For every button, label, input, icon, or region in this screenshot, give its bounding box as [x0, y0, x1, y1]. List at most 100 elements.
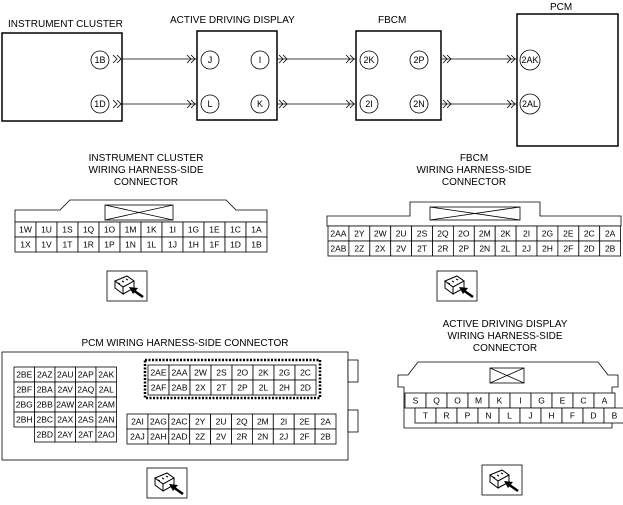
svg-text:2I: 2I: [365, 99, 373, 109]
pin-cell: 2BG: [13, 396, 35, 413]
pin-cell: 1V: [35, 236, 58, 253]
pin-cell: M: [467, 392, 490, 409]
pin-label: E: [560, 396, 566, 406]
pin-cell: J: [519, 407, 542, 424]
pin-cell: 1P: [98, 236, 121, 253]
connector-view-icon-add: [481, 464, 523, 496]
fbcm-connector-title-2: WIRING HARNESS-SIDE: [416, 165, 531, 176]
pin-cell: 2Q: [231, 413, 253, 430]
pin-cell: C: [572, 392, 595, 409]
pin-label: 2AW: [56, 400, 74, 410]
pin-cell: 1R: [77, 236, 100, 253]
pin-label: 1G: [188, 225, 199, 235]
pin-cell: Q: [425, 392, 448, 409]
pin-cell: 2V: [390, 240, 413, 257]
pin-cell: 2AO: [95, 426, 117, 443]
pin-label: 2AL: [99, 385, 114, 395]
svg-text:2AL: 2AL: [522, 99, 538, 109]
pin-cell: 1L: [140, 236, 163, 253]
connector-view-icon-pcm: [146, 467, 188, 499]
pin-fbcm-2i: 2I: [359, 94, 379, 114]
pin-cell: 2Q: [432, 225, 454, 242]
pin-cell: 2A: [599, 225, 622, 242]
pin-label: 2H: [542, 244, 553, 254]
svg-text:1B: 1B: [94, 55, 105, 65]
pin-label: 2AD: [171, 432, 188, 442]
pin-cell: 2U: [210, 413, 232, 430]
pin-label: Q: [433, 396, 440, 406]
pin-label: 2N: [257, 432, 268, 442]
fbcm-connector-title-3: CONNECTOR: [442, 177, 506, 188]
pin-label: G: [538, 396, 545, 406]
pin-label: 2L: [259, 383, 269, 393]
pin-ic-1b: 1B: [90, 50, 110, 70]
pin-cell: 2AG: [147, 413, 170, 430]
pin-cell: 2E: [293, 413, 316, 430]
pin-label: 2AB: [171, 383, 187, 393]
ic-connector-title-1: INSTRUMENT CLUSTER: [89, 153, 204, 164]
pin-cell: 1M: [119, 221, 142, 238]
fbcm-connector-title-1: FBCM: [460, 153, 488, 164]
pin-cell: 2AQ: [75, 381, 97, 398]
pin-cell: 2AI: [126, 413, 149, 430]
svg-text:2N: 2N: [413, 99, 425, 109]
pin-label: 2BC: [36, 415, 53, 425]
pin-cell: 1T: [56, 236, 79, 253]
pin-cell: 2M: [473, 225, 496, 242]
pin-cell: D: [582, 407, 605, 424]
pin-label: 2W: [194, 368, 207, 378]
pin-cell: 2C: [294, 364, 317, 381]
pin-label: 2E: [563, 229, 574, 239]
pin-label: 1Q: [83, 225, 95, 235]
pin-label: 1D: [230, 240, 241, 250]
pin-cell: 2W: [189, 364, 212, 381]
pin-cell: 1A: [245, 221, 268, 238]
pin-cell: 2AA: [168, 364, 191, 381]
pin-label: 2V: [396, 244, 407, 254]
pin-cell: 2H: [273, 379, 296, 396]
pin-cell: 2U: [390, 225, 413, 242]
pin-label: 1T: [63, 240, 73, 250]
pin-cell: 2AL: [95, 381, 117, 398]
pin-label: 2Y: [195, 417, 206, 427]
pin-label: 2AV: [58, 385, 74, 395]
pin-label: 2AI: [131, 417, 144, 427]
pin-label: 2D: [300, 383, 311, 393]
pin-label: F: [570, 411, 575, 421]
pin-cell: 2AV: [54, 381, 76, 398]
pin-cell: 2AS: [75, 411, 97, 428]
pin-cell: 1W: [14, 221, 37, 238]
pin-label: 2D: [584, 244, 595, 254]
pin-fbcm-2n: 2N: [409, 94, 429, 114]
pin-label: 2AY: [58, 430, 74, 440]
pin-cell: 2AX: [54, 411, 76, 428]
pin-label: B: [612, 411, 618, 421]
pin-cell: 1E: [203, 221, 226, 238]
pin-label: N: [485, 411, 491, 421]
pin-cell: 2D: [578, 240, 601, 257]
pin-cell: I: [509, 392, 532, 409]
pin-label: P: [465, 411, 471, 421]
ic-connector: INSTRUMENT CLUSTER WIRING HARNESS-SIDE C…: [14, 153, 268, 253]
pin-label: 2Z: [195, 432, 205, 442]
pin-add-k: K: [250, 94, 270, 114]
pin-cell: B: [603, 407, 623, 424]
pin-cell: 1F: [203, 236, 226, 253]
pin-cell: 1O: [98, 221, 121, 238]
pin-label: 2K: [258, 368, 269, 378]
pin-label: 1F: [210, 240, 220, 250]
pin-cell: 1I: [161, 221, 184, 238]
label-instrument-cluster: INSTRUMENT CLUSTER: [8, 19, 123, 30]
pin-cell: 1J: [161, 236, 184, 253]
svg-text:J: J: [208, 55, 213, 65]
pin-cell: 2Z: [348, 240, 371, 257]
pin-label: 2AZ: [37, 370, 53, 380]
connector-view-icon-fbcm: [436, 270, 478, 302]
pin-cell: 2AT: [75, 426, 97, 443]
svg-text:K: K: [257, 99, 263, 109]
pin-label: 2B: [320, 432, 331, 442]
pin-label: 2Z: [354, 244, 364, 254]
pin-cell: H: [540, 407, 563, 424]
pin-label: 2Q: [236, 417, 248, 427]
